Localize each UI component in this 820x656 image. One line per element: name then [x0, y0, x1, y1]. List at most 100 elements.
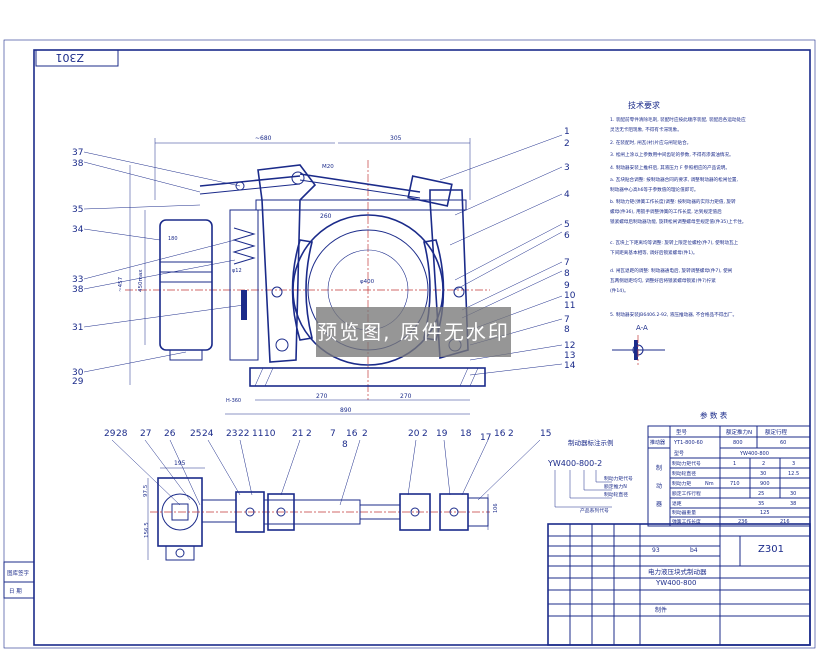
- part-b10: 10: [264, 429, 276, 439]
- part-b2d: 2: [508, 429, 514, 439]
- drawing-code-mirrored: Z301: [55, 51, 84, 64]
- params-r3c0: 制动轮直径: [672, 470, 696, 477]
- params-r4c0: 制动力矩: [672, 480, 691, 487]
- dim-m20: M20: [322, 164, 334, 170]
- params-side-3: 器: [656, 501, 662, 508]
- dim-270b: 270: [400, 393, 412, 400]
- title-model: YW400-800: [655, 579, 696, 587]
- adjuster-block: [407, 175, 453, 207]
- front-view: ~680 305 φ400 M20 260: [118, 135, 490, 415]
- part-b26: 26: [164, 429, 176, 439]
- params-r1c1: YW400-800: [739, 451, 769, 457]
- part-b17: 17: [480, 433, 491, 443]
- tech-req-line: 4. 制动器安装上推杆后, 其液压力 F 参照相应的产品说明。: [610, 164, 730, 171]
- params-r2c1: 1: [733, 461, 736, 467]
- part-r7b: 7: [564, 315, 570, 325]
- params-r0c0: 推动器: [650, 439, 665, 446]
- part-b15: 15: [540, 429, 551, 439]
- model-part-4: 产品系列代号: [580, 507, 609, 514]
- params-r4c1: Nm: [705, 481, 714, 487]
- dim-195: 195: [174, 460, 186, 467]
- part-38b: 38: [72, 285, 84, 295]
- dim-890: 890: [340, 407, 352, 414]
- dim-457: ~457: [118, 276, 124, 292]
- plan-view: 195 97.5 156.5 106: [143, 460, 499, 561]
- tech-req-line: c. 瓦块上下距离均等调整: 旋转上限定位螺栓(件7), 使制动瓦上: [610, 239, 739, 246]
- part-35: 35: [72, 205, 83, 215]
- top-frame-bar: [255, 199, 467, 211]
- section-a-a: A-A: [612, 324, 665, 365]
- code-box: [35, 49, 119, 67]
- part-34: 34: [72, 225, 84, 235]
- params-r2c3: 3: [792, 461, 795, 467]
- scale-b: b4: [690, 547, 698, 554]
- tech-req-list: 1. 装配前零件清除毛刺, 装配时应按此顺序装配, 装配后各运动处应 灵活无卡阻…: [610, 116, 746, 318]
- part-b21: 21: [292, 429, 303, 439]
- params-r5c1: 25: [758, 491, 764, 497]
- tech-req-line: 2. 在装配时, 闸瓦(衬)片应与闸轮贴合。: [610, 139, 691, 146]
- model-part-3: 制动轮直径: [604, 491, 628, 498]
- params-r0c2: 800: [733, 440, 743, 446]
- part-33: 33: [72, 275, 83, 285]
- part-b2a: 2: [306, 429, 312, 439]
- part-b2c: 2: [422, 429, 428, 439]
- params-r5c3: 30: [790, 491, 796, 497]
- params-side-1: 制: [656, 464, 662, 472]
- tech-req-line: 锁紧螺母后制动器功能, 旋转松闸调整螺母至规定值(件35)上卡住。: [610, 218, 746, 225]
- part-r14: 14: [564, 361, 576, 371]
- params-r3c3: 12.5: [788, 471, 799, 477]
- params-r6c0: 退距: [672, 500, 682, 507]
- title-name: 电力液压块式制动器: [648, 567, 707, 576]
- params-r7c0: 制动器重量: [672, 509, 696, 516]
- params-title: 参 数 表: [700, 410, 728, 420]
- dim-phi12: φ12: [232, 268, 242, 274]
- inner-frame: [33, 49, 811, 646]
- part-b16b: 16: [494, 429, 506, 439]
- base-plate: [249, 367, 486, 387]
- part-b18: 18: [460, 429, 472, 439]
- tech-req-line: 3. 松闸上涂以上参数用中间齿轮的参数, 不得有渗漏油情况。: [610, 151, 734, 158]
- part-29: 29: [72, 377, 84, 387]
- part-b8: 8: [342, 440, 348, 450]
- params-r0c1: YT1-800-60: [673, 440, 703, 446]
- params-r2c2: 2: [762, 461, 765, 467]
- model-part-2: 额定推力N: [604, 483, 627, 490]
- part-b11: 11: [252, 429, 263, 439]
- part-30: 30: [72, 368, 84, 378]
- part-r6: 6: [564, 231, 570, 241]
- tech-req-line: 1. 装配前零件清除毛刺, 装配时应按此顺序装配, 装配后各运动处应: [610, 116, 746, 123]
- part-r3: 3: [564, 163, 570, 173]
- part-r11: 11: [564, 301, 575, 311]
- tech-req-line: b. 制动力矩(弹簧工作长度)调整: 按制动器的实际力矩值, 旋转: [610, 198, 736, 205]
- tech-req-line: 灵活无卡阻现象, 不得有卡滞现象。: [610, 126, 682, 133]
- params-r2c0: 制动力矩代号: [672, 460, 701, 467]
- part-b19: 19: [436, 429, 448, 439]
- part-r1: 1: [564, 127, 570, 137]
- params-r3c1: 30: [760, 471, 766, 477]
- left-callouts: [83, 151, 245, 373]
- watermark-overlay: 预览图, 原件无水印: [316, 307, 511, 357]
- params-h1: 型号: [676, 428, 688, 436]
- tech-req-line: 5. 制动器安装JB6406.2-92, 液压推动器, 不合格品不得出厂。: [610, 311, 737, 318]
- tech-req-line: 制动器中心高h6等于参数值的理论值即可。: [610, 186, 699, 193]
- part-b20: 20: [408, 429, 420, 439]
- dim-305: 305: [390, 135, 402, 142]
- params-side-2: 动: [656, 483, 662, 490]
- dim-97-5: 97.5: [143, 484, 149, 497]
- params-r1c0: 型号: [674, 450, 684, 457]
- params-r7c1: 125: [760, 510, 770, 516]
- params-r5c0: 额定工作行程: [672, 490, 701, 497]
- model-code: YW400-800-2: [547, 459, 602, 468]
- model-note-leaders: [554, 470, 612, 508]
- part-38: 38: [72, 159, 84, 169]
- part-b16: 16: [346, 429, 358, 439]
- part-b23: 23: [226, 429, 237, 439]
- params-table: [647, 425, 811, 527]
- dim-270a: 270: [316, 393, 328, 400]
- part-b24: 24: [202, 429, 214, 439]
- title-block: [547, 523, 811, 646]
- title-footer: 制件: [655, 606, 667, 614]
- right-callouts: [439, 134, 563, 376]
- params-r8c2: 216: [780, 519, 790, 525]
